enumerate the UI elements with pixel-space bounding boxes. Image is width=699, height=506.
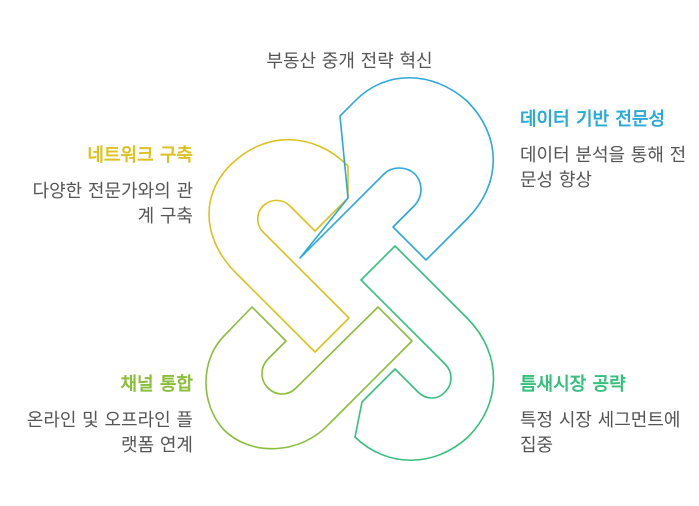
block-channel-integration: 채널 통합 온라인 및 오프라인 플랫폼 연계 [18,373,193,458]
block-network: 네트워크 구축 다양한 전문가와의 관계 구축 [18,144,193,229]
block-niche-market: 틈새시장 공략 특정 시장 세그먼트에 집중 [520,373,695,458]
knot-loop-blue [299,76,494,261]
block-data-expertise-description: 데이터 분석을 통해 전문성 향상 [520,145,687,191]
block-data-expertise-heading: 데이터 기반 전문성 [520,109,666,130]
block-channel-integration-description: 온라인 및 오프라인 플랫폼 연계 [26,410,193,456]
block-niche-market-heading: 틈새시장 공략 [520,374,626,395]
diagram-title: 부동산 중개 전략 혁신 [266,51,433,72]
block-data-expertise: 데이터 기반 전문성 데이터 분석을 통해 전문성 향상 [520,108,695,193]
block-network-description: 다양한 전문가와의 관계 구축 [32,181,193,227]
block-channel-integration-heading: 채널 통합 [120,374,193,395]
knot-loop-yellow [208,138,350,353]
block-network-heading: 네트워크 구축 [87,145,193,166]
knot-loop-lime [205,306,413,450]
block-niche-market-description: 특정 시장 세그먼트에 집중 [520,410,681,456]
knot-loop-green [354,245,495,462]
